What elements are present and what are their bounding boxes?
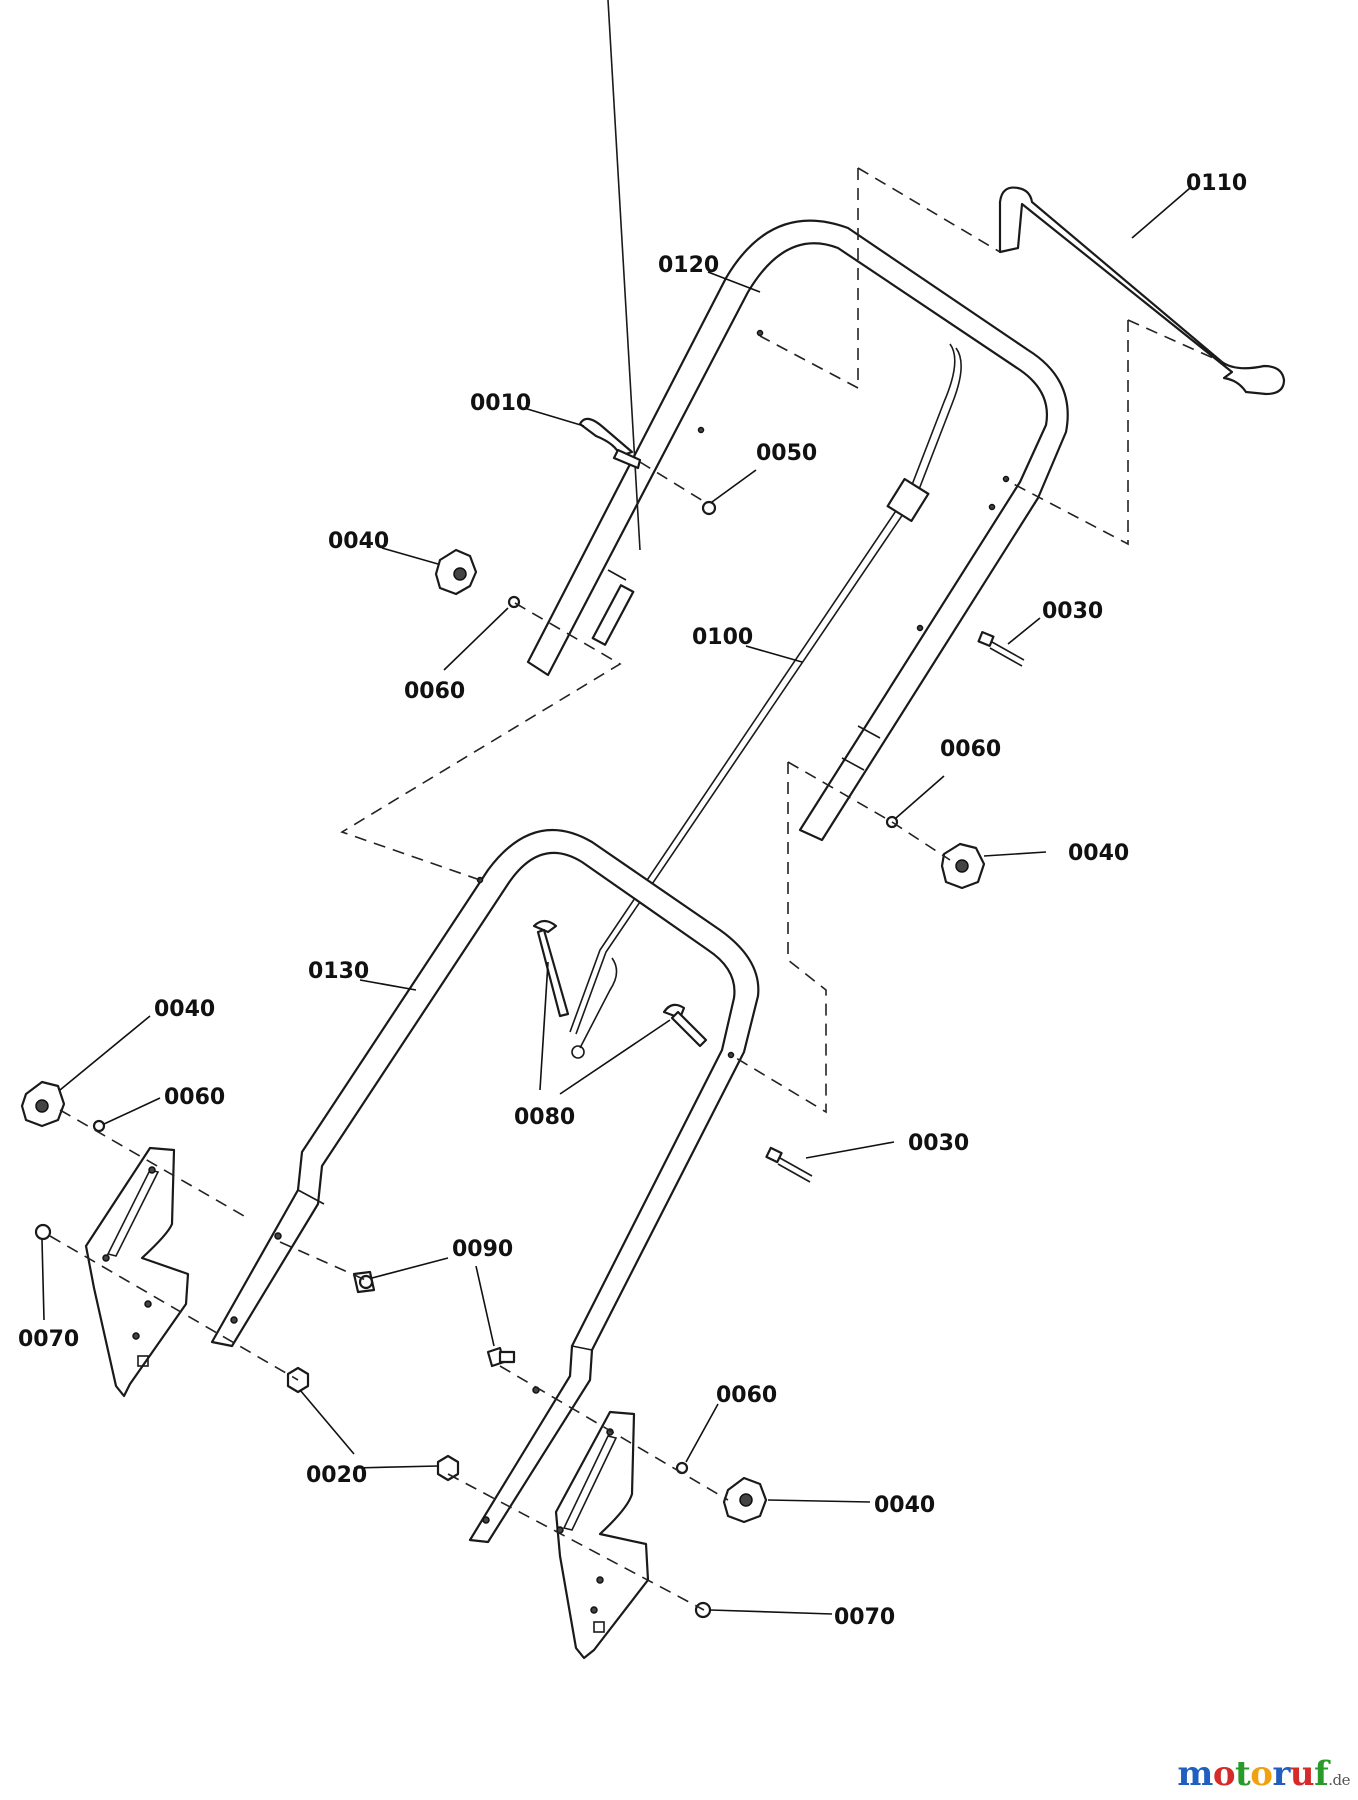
label-0060-c: 0060: [164, 1085, 225, 1110]
watermark-letter: m: [1177, 1754, 1213, 1794]
label-0040-b: 0040: [1068, 841, 1129, 866]
knob-lower-left: [20, 1080, 66, 1128]
shoulder-bolt-0090-right: [486, 1346, 516, 1368]
control-cable: [569, 343, 962, 1059]
label-0060-d: 0060: [716, 1383, 777, 1408]
watermark-letter: t: [1235, 1754, 1251, 1794]
bolt-0030-upper: [977, 631, 1025, 667]
label-0070-a: 0070: [18, 1327, 79, 1352]
label-0040-d: 0040: [874, 1493, 935, 1518]
shoulder-bolt-0090-left: [352, 1270, 376, 1294]
label-0070-b: 0070: [834, 1605, 895, 1630]
watermark-letter: f: [1314, 1754, 1329, 1794]
lower-handle: [210, 828, 760, 1544]
label-0060-a: 0060: [404, 679, 465, 704]
watermark-letter: r: [1272, 1754, 1290, 1794]
label-0040-c: 0040: [154, 997, 215, 1022]
site-watermark: motoruf.de: [1177, 1754, 1350, 1794]
hairpin-clip: [578, 417, 642, 470]
hex-bolt-0020-right: [436, 1454, 460, 1482]
label-0130: 0130: [308, 959, 369, 984]
label-0020: 0020: [306, 1463, 367, 1488]
label-0120: 0120: [658, 253, 719, 278]
nut-0050: [701, 500, 717, 516]
knob-upper-left: [434, 548, 478, 596]
label-0080: 0080: [514, 1105, 575, 1130]
carriage-bolt-left: [532, 919, 570, 1018]
watermark-letter: o: [1212, 1754, 1236, 1794]
label-0030-a: 0030: [1042, 599, 1103, 624]
washer-upper-left: [507, 595, 521, 609]
carriage-bolt-right: [662, 1003, 708, 1048]
upper-handle: [526, 0, 1069, 842]
knob-lower-right: [722, 1476, 768, 1524]
label-0060-b: 0060: [940, 737, 1001, 762]
knob-upper-right: [940, 842, 986, 890]
label-0010: 0010: [470, 391, 531, 416]
bail-bar: [998, 186, 1286, 396]
washer-lower-left: [92, 1119, 106, 1133]
label-0110: 0110: [1186, 171, 1247, 196]
bolt-0030-lower: [765, 1146, 813, 1183]
label-0050: 0050: [756, 441, 817, 466]
leader-lines: [41, 187, 1191, 1615]
watermark-letters: motoruf: [1177, 1754, 1328, 1794]
assembly-lines: [49, 167, 1223, 1611]
left-bracket: [84, 1146, 190, 1398]
watermark-letter: u: [1289, 1754, 1315, 1794]
label-0040-a: 0040: [328, 529, 389, 554]
label-0100: 0100: [692, 625, 753, 650]
label-0030-b: 0030: [908, 1131, 969, 1156]
label-0090: 0090: [452, 1237, 513, 1262]
part-labels: 0110 0120 0010 0050 0040 0060 0100 0030 …: [18, 171, 1247, 1630]
nut-0070-left: [34, 1223, 52, 1241]
right-bracket: [554, 1410, 650, 1660]
watermark-letter: o: [1250, 1754, 1273, 1794]
watermark-suffix: .de: [1328, 1771, 1350, 1789]
